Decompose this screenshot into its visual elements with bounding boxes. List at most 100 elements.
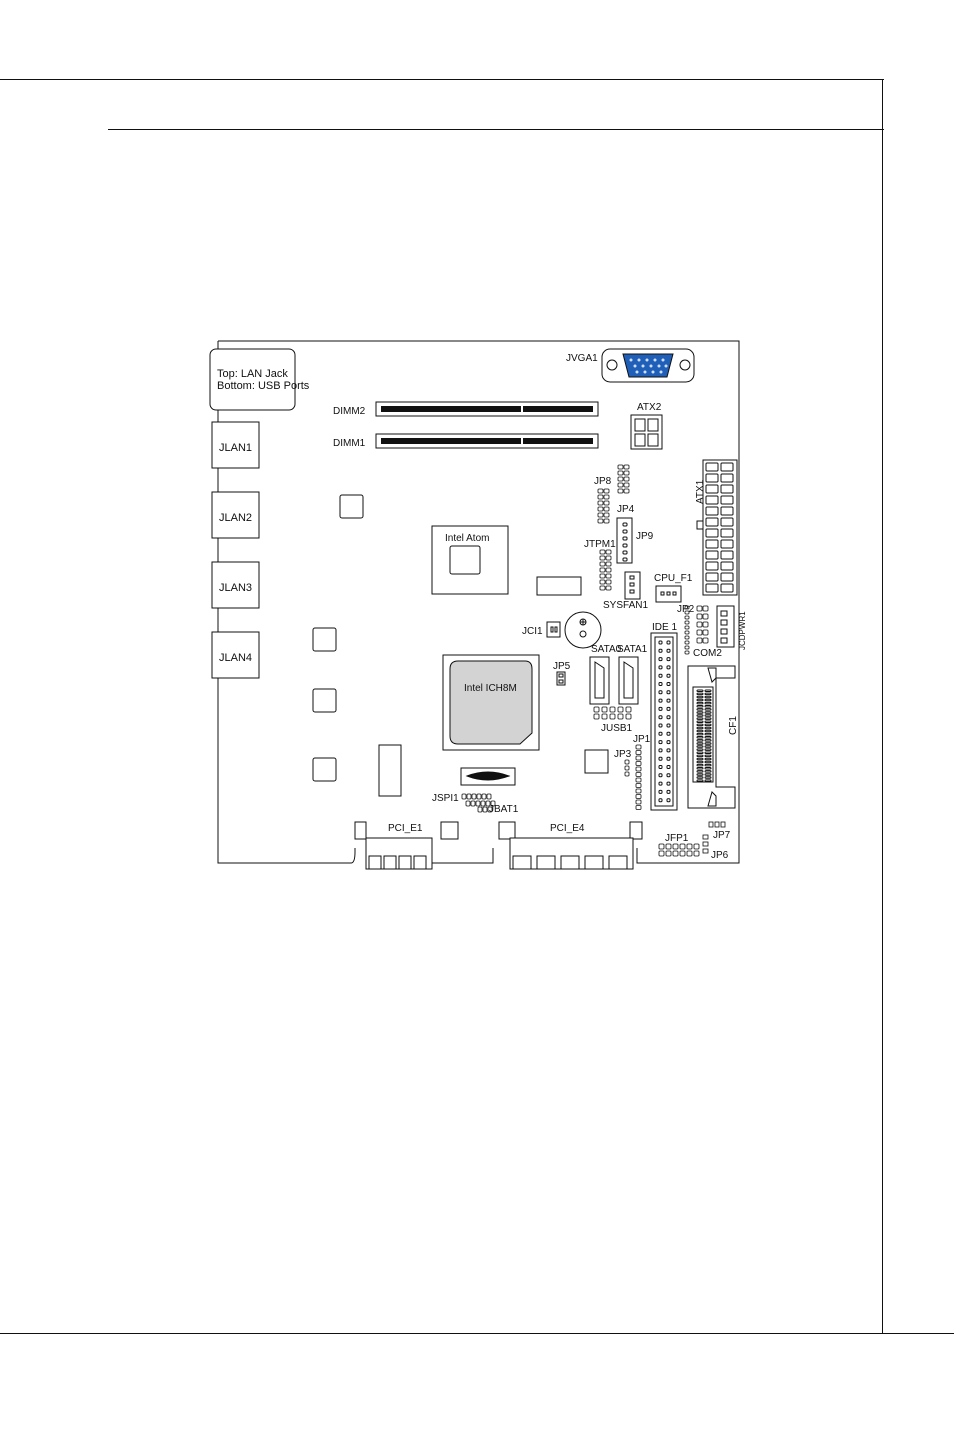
- jvga1-label: JVGA1: [566, 353, 598, 364]
- cf1-pin: [705, 721, 711, 723]
- ide1-pin: [659, 707, 662, 710]
- ide1-pin: [667, 782, 670, 785]
- jtpm1-pin: [606, 562, 611, 566]
- jp1-pin: [636, 795, 641, 799]
- atx2-label: ATX2: [637, 402, 662, 413]
- jfp1-pin: [673, 844, 678, 849]
- cf1-pin: [705, 718, 711, 720]
- jp3-pin: [625, 766, 629, 770]
- jp1-label: JP1: [633, 734, 651, 745]
- jp1-header: [636, 745, 641, 810]
- atx1-pin: [706, 507, 718, 515]
- jtpm1-pin: [600, 580, 605, 584]
- com2-pin: [703, 630, 708, 635]
- jp8-label: JP8: [594, 476, 612, 487]
- com2-pin: [697, 638, 702, 643]
- jfp1-pin: [666, 851, 671, 856]
- jp9-pin: [623, 537, 627, 540]
- cf1-pin: [705, 743, 711, 745]
- jfp1-label: JFP1: [665, 833, 689, 844]
- ide1-pin: [659, 716, 662, 719]
- ide1-pin: [659, 674, 662, 677]
- cf1-pin: [697, 696, 703, 698]
- ide1-pin: [667, 641, 670, 644]
- cf1-pin: [697, 730, 703, 732]
- ide1-pin: [659, 683, 662, 686]
- atx1-pin: [721, 573, 733, 581]
- cf1-pin: [697, 746, 703, 748]
- ide1-pin: [659, 766, 662, 769]
- jusb1-pin: [618, 714, 623, 719]
- ide1-pin: [667, 716, 670, 719]
- ide1-pin: [667, 774, 670, 777]
- chip-square-2: [313, 628, 336, 651]
- sysfan1-header: [625, 572, 640, 599]
- jcdpwr1-label: JCDPWR1: [738, 611, 747, 650]
- jp8-pin: [598, 495, 603, 499]
- callout-line-1: Top: LAN Jack: [217, 368, 288, 380]
- ide1-pin: [659, 691, 662, 694]
- jp8-pin: [624, 483, 629, 487]
- cf1-pin: [697, 721, 703, 723]
- jp9-pin: [623, 551, 627, 554]
- ide1-pin: [667, 691, 670, 694]
- cf1-pin: [705, 706, 711, 708]
- cf1-pin: [697, 749, 703, 751]
- jfp1-pin: [659, 844, 664, 849]
- pci-e1-label: PCI_E1: [388, 823, 423, 834]
- jp3-pin: [625, 772, 629, 776]
- cf1-pin: [705, 693, 711, 695]
- cf1-pin: [697, 768, 703, 770]
- jtpm1-pin: [606, 574, 611, 578]
- jusb1-label: JUSB1: [601, 723, 633, 734]
- jp1-pin: [636, 745, 641, 749]
- jspi1-pin: [476, 801, 480, 806]
- jp3-label: JP3: [614, 749, 632, 760]
- jp8-pin: [604, 507, 609, 511]
- cf1-pin: [697, 774, 703, 776]
- cf1-pin: [697, 709, 703, 711]
- sata0-connector: [590, 657, 609, 704]
- cf1-label: CF1: [728, 716, 739, 735]
- cf1-pin: [705, 771, 711, 773]
- cf1-pin: [697, 777, 703, 779]
- jfp1-pin: [673, 851, 678, 856]
- jp1-pin: [636, 784, 641, 788]
- jlan3-label: JLAN3: [219, 582, 252, 594]
- cf1-pin: [705, 749, 711, 751]
- jusb1-pin: [618, 707, 623, 712]
- ide1-pin: [667, 674, 670, 677]
- jp8-pin: [618, 465, 623, 469]
- ide1-pin: [659, 658, 662, 661]
- cf1-pin: [697, 761, 703, 763]
- cf1-pin: [705, 752, 711, 754]
- bios-chip: [537, 577, 581, 595]
- jtpm1-label: JTPM1: [584, 539, 616, 550]
- jtpm1-pin: [600, 556, 605, 560]
- chip-rect-vertical: [379, 745, 401, 796]
- atx1-pin: [721, 562, 733, 570]
- jtpm1-pin: [606, 550, 611, 554]
- jusb1-pin: [602, 714, 607, 719]
- jbat1-label: JBAT1: [489, 804, 519, 815]
- jp8-pin: [598, 513, 603, 517]
- jp8-pin: [604, 519, 609, 523]
- jlan2-label: JLAN2: [219, 512, 252, 524]
- jp6-label: JP6: [711, 850, 729, 861]
- cf1-pin: [697, 733, 703, 735]
- jfp1-header: [659, 844, 699, 856]
- jtpm1-pin: [600, 562, 605, 566]
- jp3-pin: [625, 760, 629, 764]
- jp2-pin: [685, 651, 689, 654]
- jtpm1-pin: [600, 568, 605, 572]
- cf1-pin: [697, 718, 703, 720]
- jp5-label: JP5: [553, 661, 571, 672]
- ide1-pin: [667, 749, 670, 752]
- atx1-pin: [706, 551, 718, 559]
- cf1-pin: [697, 771, 703, 773]
- cf1-pin: [705, 755, 711, 757]
- cf1-pin: [705, 777, 711, 779]
- jp2-pin: [685, 631, 689, 634]
- ide1-pin: [659, 741, 662, 744]
- cf1-pin: [697, 690, 703, 692]
